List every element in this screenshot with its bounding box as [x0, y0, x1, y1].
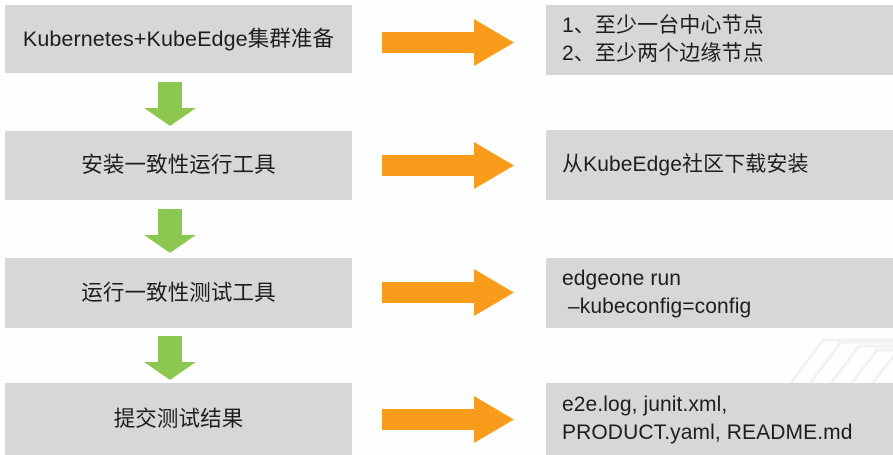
step-4-right-line-2: PRODUCT.yaml, README.md — [562, 421, 853, 444]
step-1-left-box[interactable]: Kubernetes+KubeEdge集群准备 — [5, 5, 352, 73]
step-4-right-box[interactable]: e2e.log, junit.xml, PRODUCT.yaml, README… — [546, 383, 893, 455]
step-3-down-arrow-icon — [144, 336, 196, 380]
step-3-right-line-1: edgeone run — [562, 266, 682, 290]
step-2-right-arrow-icon — [382, 142, 514, 189]
step-2-right-line-1: 从KubeEdge社区下载安装 — [562, 152, 809, 176]
step-2-left-line-1: 安装一致性运行工具 — [81, 153, 276, 178]
step-2-right-box[interactable]: 从KubeEdge社区下载安装 — [546, 130, 893, 200]
step-4-right-arrow-icon — [382, 396, 514, 443]
step-3-right-line-2: –kubeconfig=config — [562, 295, 752, 318]
step-2-left-box[interactable]: 安装一致性运行工具 — [5, 131, 352, 200]
step-4-left-box[interactable]: 提交测试结果 — [5, 383, 352, 455]
step-4-right-line-1: e2e.log, junit.xml, — [562, 392, 728, 416]
step-3-left-box[interactable]: 运行一致性测试工具 — [5, 258, 352, 328]
step-1-down-arrow-icon — [144, 82, 196, 126]
step-1-right-line-1: 1、至少一台中心节点 — [562, 13, 764, 37]
step-1-left-line-1: Kubernetes+KubeEdge集群准备 — [22, 26, 335, 51]
step-1-right-box[interactable]: 1、至少一台中心节点 2、至少两个边缘节点 — [546, 5, 893, 75]
step-3-right-arrow-icon — [382, 269, 514, 316]
step-3-right-box[interactable]: edgeone run –kubeconfig=config — [546, 258, 893, 328]
step-1-right-arrow-icon — [382, 19, 514, 66]
step-4-left-line-1: 提交测试结果 — [113, 406, 244, 431]
step-2-down-arrow-icon — [144, 209, 196, 253]
step-3-left-line-1: 运行一致性测试工具 — [81, 280, 276, 305]
step-1-right-line-2: 2、至少两个边缘节点 — [562, 42, 764, 65]
